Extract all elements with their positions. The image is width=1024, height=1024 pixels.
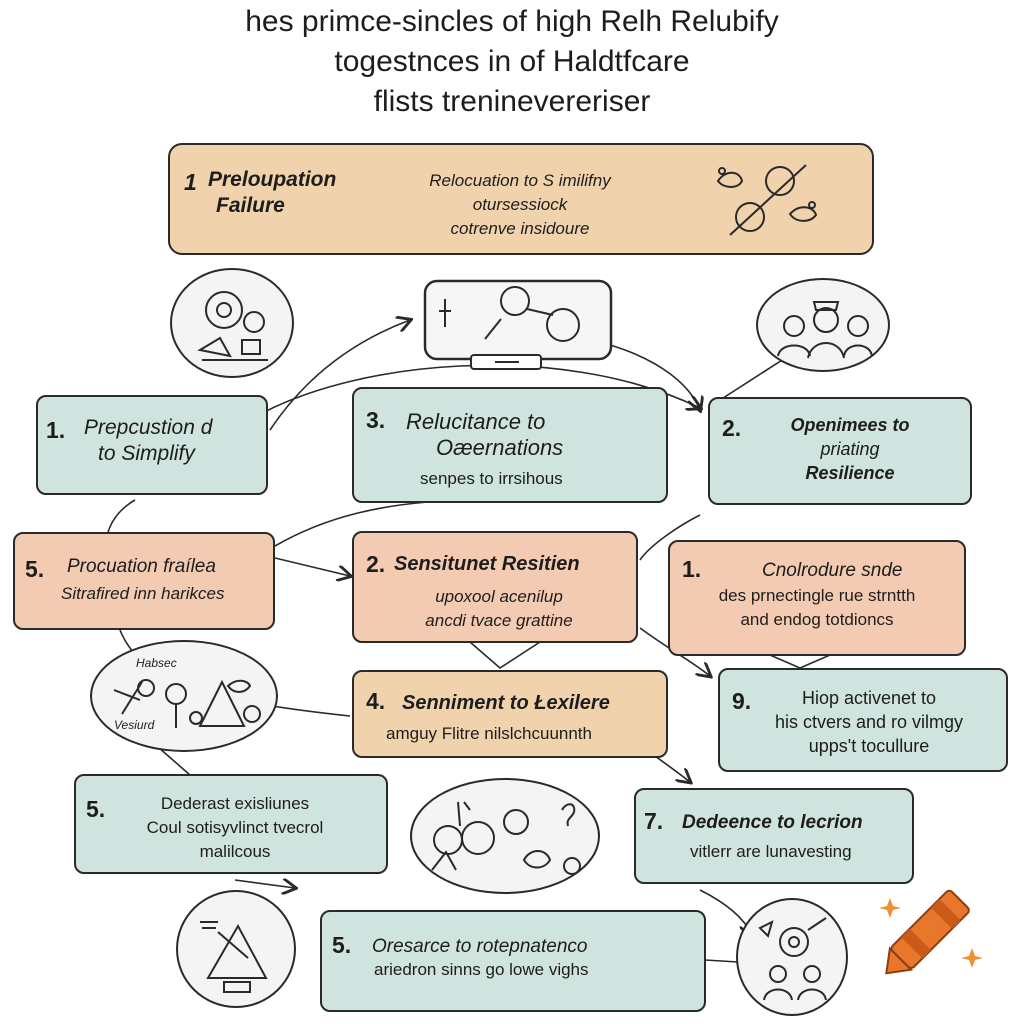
title-line-2: togestnces in of Haldtfcare — [334, 45, 690, 78]
box-heading: Oresarce to rotepnatenco — [372, 936, 588, 957]
box-body: Sitrafired inn harikces — [61, 584, 225, 603]
crayon-icon — [868, 868, 998, 988]
box-relucitance-operations: 3. Relucitance to Oæernations senpes to … — [352, 387, 668, 503]
box-number: 5. — [25, 556, 45, 582]
box-number: 5. — [86, 796, 106, 822]
circle-label: Vesiurd — [114, 718, 155, 732]
box-dederast-exisliunes: 5. Dederast exisliunes Coul sotisyvlinct… — [74, 774, 388, 874]
box-preloupation-failure: 1 Preloupation Failure Relocuation to S … — [168, 143, 874, 255]
monitor-device-illustration — [415, 275, 615, 375]
box-prepcustion-simplify: 1. Prepcustion d to Simplify — [36, 395, 268, 495]
box-body: Relocuation to S imilifny otursessiock c… — [429, 171, 611, 238]
box-body: vitlerr are lunavesting — [690, 842, 852, 861]
arrow-left5b-to-gear — [234, 880, 295, 888]
title-line-3: flists treninevereriser — [373, 85, 651, 118]
box-body: upoxool acenilup ancdi tvace grattine — [425, 587, 573, 630]
box-heading: Openimees to priating Resilience — [790, 415, 910, 483]
box-body: amguy Flitre nilslchcuunnth — [386, 724, 592, 743]
box-number: 9. — [732, 688, 752, 714]
box-number: 5. — [332, 932, 352, 958]
box-number: 1 — [184, 169, 197, 195]
box-number: 1. — [46, 417, 66, 443]
box-heading: Senniment to Łexilere — [402, 692, 610, 714]
box-cnolrodure-snde: 1. Cnolrodure snde des prnectingle rue s… — [668, 540, 966, 656]
box-number: 2. — [722, 415, 742, 441]
arrow-left5-to-mid2 — [274, 557, 350, 576]
gears-illustration — [170, 268, 294, 378]
people-illustration — [756, 278, 890, 372]
page-title: hes primce-sincles of high Relh Relubify… — [0, 2, 1024, 122]
line-mid2-to-mid4 — [469, 641, 541, 669]
tools-illustration — [176, 890, 296, 1008]
box-senniment-lexilere: 4. Senniment to Łexilere amguy Flitre ni… — [352, 670, 668, 758]
box-hiop-activenet: 9. Hiop activenet to his ctvers and ro v… — [718, 668, 1008, 772]
line-bottom5-to-people — [704, 959, 739, 963]
box-body: Dederast exisliunes Coul sotisyvlinct tv… — [146, 794, 324, 861]
box-number: 1. — [682, 556, 702, 582]
title-line-1: hes primce-sincles of high Relh Relubify — [245, 5, 779, 38]
box-heading: Procuation fraílea — [67, 556, 216, 577]
scales-icon — [716, 164, 818, 236]
box-body: senpes to irrsihous — [420, 469, 563, 488]
box-heading: Relucitance to Oæernations — [406, 409, 564, 460]
box-number: 3. — [366, 407, 386, 433]
box-oresarce-rotepnatenco: 5. Oresarce to rotepnatenco ariedron sin… — [320, 910, 706, 1012]
box-body: ariedron sinns go lowe vighs — [374, 960, 589, 979]
box-number: 7. — [644, 808, 664, 834]
box-procuation-frailea: 5. Procuation fraílea Sitrafired inn har… — [13, 532, 275, 630]
box-heading: Sensitunet Resitien — [394, 553, 580, 575]
formula-illustration: Habsec Vesiurd — [90, 640, 278, 752]
box-heading: Preloupation Failure — [208, 168, 337, 217]
box-openimees-resilience: 2. Openimees to priating Resilience — [708, 397, 972, 505]
box-number: 2. — [366, 551, 386, 577]
box-sensitunet-resitien: 2. Sensitunet Resitien upoxool acenilup … — [352, 531, 638, 643]
team-illustration — [736, 898, 848, 1016]
box-body: des prnectingle rue strntth and endog to… — [718, 586, 916, 629]
box-dedeence-lecrion: 7. Dedeence to lecrion vitlerr are lunav… — [634, 788, 914, 884]
line-right1-to-right9 — [769, 654, 831, 669]
box-heading: Dedeence to lecrion — [682, 812, 863, 833]
box-heading: Cnolrodure snde — [762, 560, 903, 581]
box-body: Hiop activenet to his ctvers and ro vilm… — [774, 688, 964, 756]
circle-label: Habsec — [136, 656, 177, 670]
box-heading: Prepcustion d to Simplify — [84, 416, 213, 465]
box-number: 4. — [366, 688, 386, 714]
lab-equipment-illustration — [410, 778, 600, 894]
